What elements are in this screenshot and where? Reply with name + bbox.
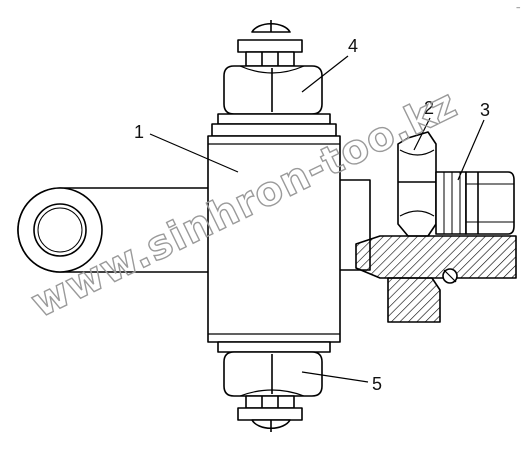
eye-lug (17, 187, 216, 273)
top-nut (217, 65, 331, 125)
leader-3 (457, 119, 485, 181)
callout-3: 3 (480, 100, 490, 120)
leader-5 (301, 371, 369, 383)
hatched-flange (355, 235, 517, 323)
callout-4: 4 (348, 36, 358, 56)
main-body (207, 123, 341, 343)
corner-mark: – (516, 3, 521, 13)
callout-2: 2 (424, 98, 434, 118)
bottom-screw (237, 395, 303, 432)
callout-5: 5 (372, 374, 382, 394)
leader-lines (149, 55, 485, 383)
leader-1 (149, 133, 239, 173)
callout-1: 1 (134, 122, 144, 142)
leader-4 (301, 55, 349, 93)
leader-2 (413, 117, 431, 151)
top-screw (237, 20, 303, 67)
fitting-sleeve (435, 171, 515, 235)
bottom-nut (217, 341, 331, 397)
